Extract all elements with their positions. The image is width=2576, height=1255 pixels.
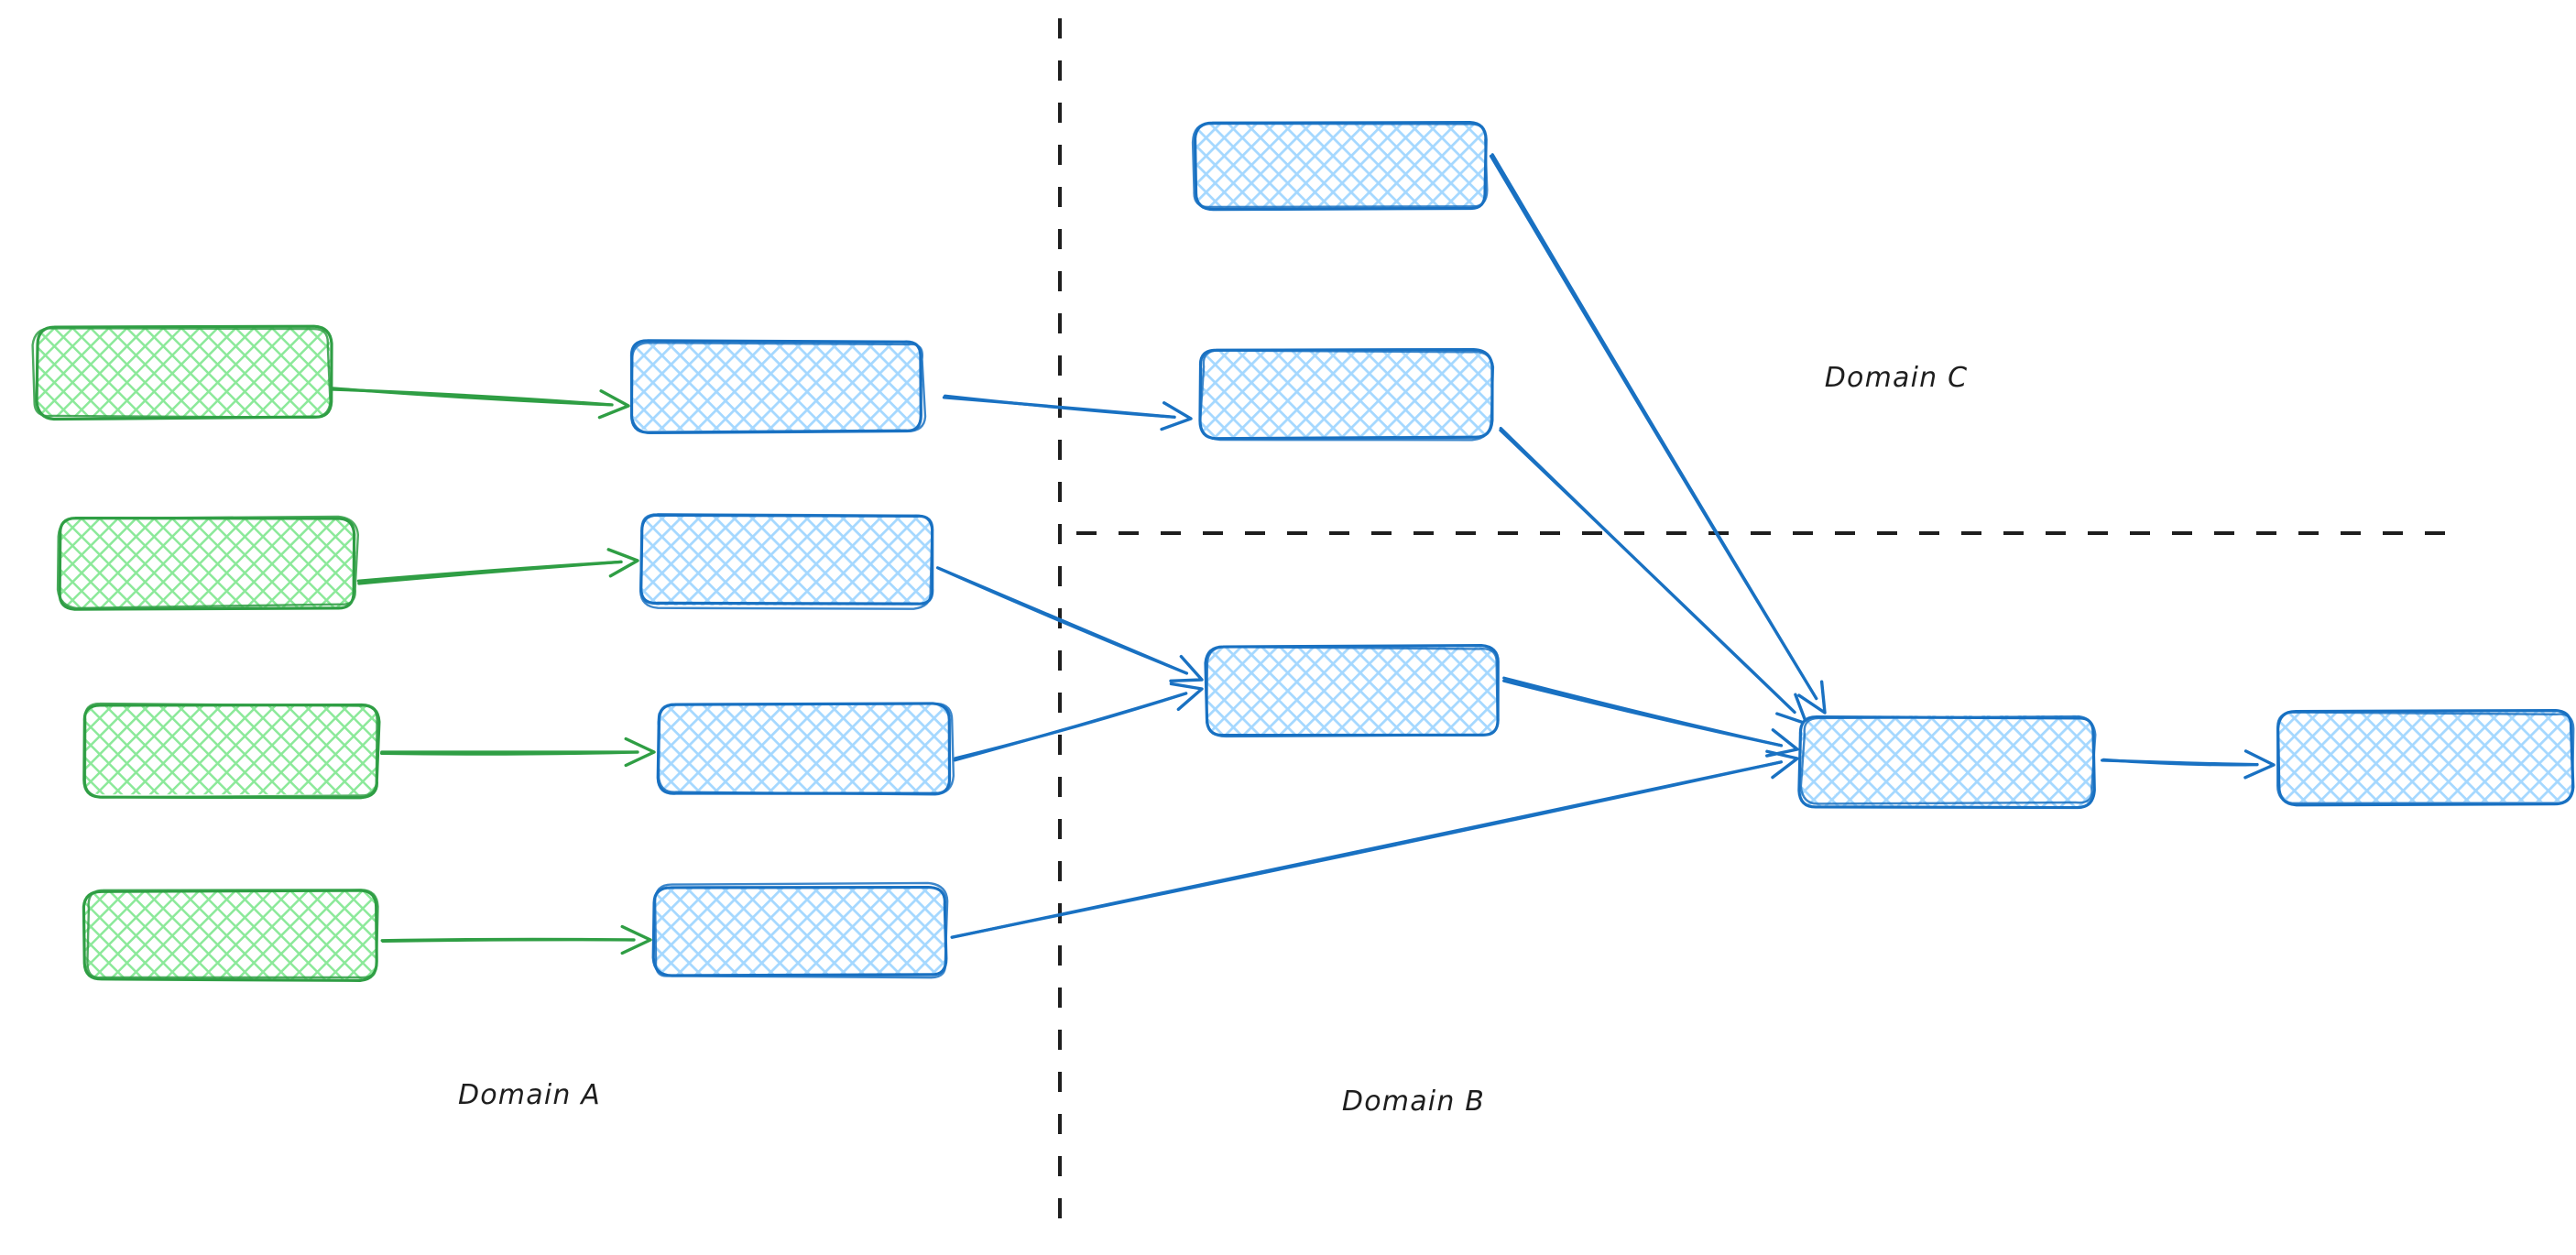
edge-blue-b3-to-blue-c1 <box>1502 676 1799 758</box>
label-domain-b: Domain B <box>1342 1086 1485 1118</box>
node-green-3[interactable] <box>82 702 381 800</box>
node-blue-b1[interactable] <box>1191 121 1489 212</box>
edge-green-2-to-blue-a2 <box>356 548 639 585</box>
edge-blue-b2-to-blue-c1 <box>1499 426 1808 726</box>
node-blue-a3[interactable] <box>656 702 955 796</box>
label-domain-c: Domain C <box>1825 362 1969 394</box>
edge-blue-a1-to-blue-b2 <box>942 394 1193 431</box>
node-blue-a2[interactable] <box>639 513 934 610</box>
edge-green-4-to-blue-a4 <box>380 924 652 955</box>
edge-layer <box>329 153 2276 955</box>
node-blue-b3[interactable] <box>1204 643 1500 738</box>
edge-green-1-to-blue-a1 <box>329 387 630 420</box>
node-green-1[interactable] <box>31 324 333 421</box>
node-blue-b2[interactable] <box>1198 347 1495 442</box>
divider-layer <box>1058 18 2464 1237</box>
edge-blue-a4-to-blue-c1 <box>950 749 1799 939</box>
node-blue-c1[interactable] <box>1797 715 2097 810</box>
node-layer <box>31 121 2575 982</box>
edge-blue-c1-to-blue-c2 <box>2101 749 2276 780</box>
domain-label-layer: Domain A Domain B Domain C <box>458 362 1969 1118</box>
edge-blue-a2-to-blue-b3 <box>935 566 1204 682</box>
node-blue-a1[interactable] <box>629 339 927 435</box>
node-blue-c2[interactable] <box>2276 709 2575 807</box>
node-green-4[interactable] <box>82 889 379 982</box>
edge-blue-a3-to-blue-b3 <box>953 682 1204 762</box>
edge-green-3-to-blue-a3 <box>379 737 656 768</box>
node-blue-a4[interactable] <box>651 881 949 979</box>
edge-blue-b1-to-blue-c1 <box>1489 153 1827 715</box>
label-domain-a: Domain A <box>458 1079 601 1111</box>
node-green-2[interactable] <box>56 515 360 611</box>
